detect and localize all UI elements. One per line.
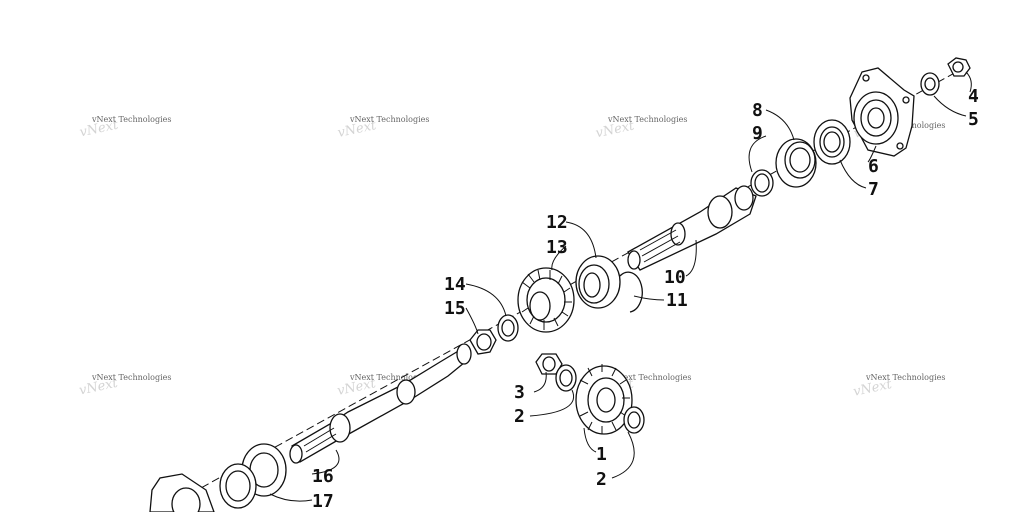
svg-text:vNext Technologies: vNext Technologies [865,373,945,382]
svg-text:vNext Technologies: vNext Technologies [349,115,429,124]
svg-text:vNext Technologies: vNext Technologies [349,373,429,382]
part-3-nut [535,353,563,375]
callout-11: 11 [666,290,688,311]
callout-14: 14 [444,274,466,295]
svg-text:vNext Technologies: vNext Technologies [91,115,171,124]
part-14-washer [497,314,519,342]
callout-6: 6 [868,156,879,177]
callout-2-lower: 2 [596,469,607,490]
svg-text:vNext Technologies: vNext Technologies [611,373,691,382]
part-17-bearing [219,443,287,509]
part-10-shaft [627,185,757,271]
part-11-snap-ring [619,271,643,313]
callout-17: 17 [312,491,334,512]
svg-text:vNext Technologies: vNext Technologies [91,373,171,382]
part-15-nut [469,329,497,355]
part-7-bearing [813,119,851,165]
watermark-3: vNext vNext Technologies [594,115,687,141]
callout-13: 13 [546,237,568,258]
watermark-2: vNext vNext Technologies [336,115,429,141]
part-5-washer [920,72,940,96]
part-2-washer-lower [623,406,645,434]
callout-1: 1 [596,444,607,465]
callout-15: 15 [444,298,466,319]
part-16-input-shaft [289,343,472,464]
callout-5: 5 [968,109,979,130]
callout-10: 10 [664,267,686,288]
callout-9: 9 [752,123,763,144]
callout-7: 7 [868,179,879,200]
leader-lines [269,71,972,502]
part-6-housing [849,67,915,157]
watermark-1: vNext vNext Technologies [78,115,171,140]
part-4-nut [947,57,971,77]
watermark-5: vNext vNext Technologies [78,373,172,399]
svg-text:vNext Technologies: vNext Technologies [607,115,687,124]
part-2-washer-upper [555,364,577,392]
callout-4: 4 [968,86,979,107]
lower-housing [149,473,215,512]
part-8-seal [775,138,817,188]
watermark-8: vNext vNext Technologies [852,373,945,400]
callout-3: 3 [514,382,525,403]
callout-16: 16 [312,466,334,487]
part-13-bevel-gear [517,267,575,333]
callout-2-upper: 2 [514,406,525,427]
callout-8: 8 [752,100,763,121]
callout-12: 12 [546,212,568,233]
part-12-bearing [575,255,621,309]
part-9-ring [750,169,774,197]
part-1-gear [575,364,633,435]
